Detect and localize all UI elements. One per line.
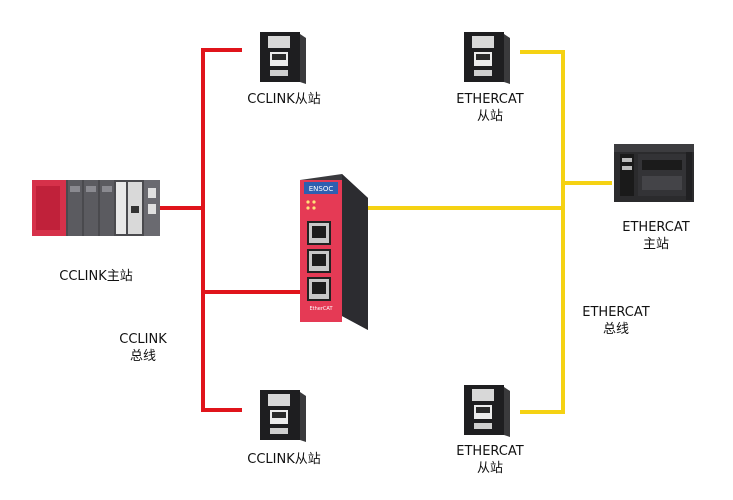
ethercat-slave-bottom-label-line2: 从站 (476, 461, 503, 476)
ethercat-bus-label-line2: 总线 (602, 322, 629, 337)
ethercat-slave-bottom-label-line1: ETHERCAT (456, 444, 524, 459)
protocol-gateway-image: ENSOC EtherCAT (300, 174, 368, 330)
ethercat-master-label: ETHERCAT 主站 (606, 219, 706, 253)
ethercat-bus-label-line1: ETHERCAT (582, 305, 650, 320)
cclink-slave-bottom-image (260, 390, 306, 442)
ethercat-slave-top-label-line1: ETHERCAT (456, 92, 524, 107)
ethercat-slave-bottom-image (464, 385, 510, 437)
cclink-master-label: CCLINK主站 (59, 269, 133, 284)
ethercat-master-label-line1: ETHERCAT (622, 220, 690, 235)
ethercat-slave-top-label-line2: 从站 (476, 109, 503, 124)
ethercat-master-controller-image (614, 144, 694, 202)
ethercat-slave-top-label: ETHERCAT 从站 (440, 91, 540, 125)
ethercat-slave-top-image (464, 32, 510, 84)
cclink-slave-bottom-label: CCLINK从站 (247, 452, 321, 467)
gateway-model-text: EtherCAT (310, 306, 334, 312)
ethercat-master-label-line2: 主站 (642, 237, 669, 252)
cclink-slave-top-image (260, 32, 306, 84)
cclink-master-plc-image (32, 180, 160, 236)
ethercat-bus-lines (365, 50, 612, 414)
cclink-bus-label: CCLINK 总线 (104, 331, 182, 365)
cclink-bus-label-line2: 总线 (129, 349, 156, 364)
cclink-bus-label-line1: CCLINK (119, 332, 167, 347)
cclink-bus-lines (158, 48, 300, 412)
ethercat-bus-label: ETHERCAT 总线 (566, 304, 666, 338)
cclink-slave-top-label: CCLINK从站 (247, 92, 321, 107)
gateway-brand-text: ENSOC (309, 185, 334, 193)
ethercat-slave-bottom-label: ETHERCAT 从站 (440, 443, 540, 477)
